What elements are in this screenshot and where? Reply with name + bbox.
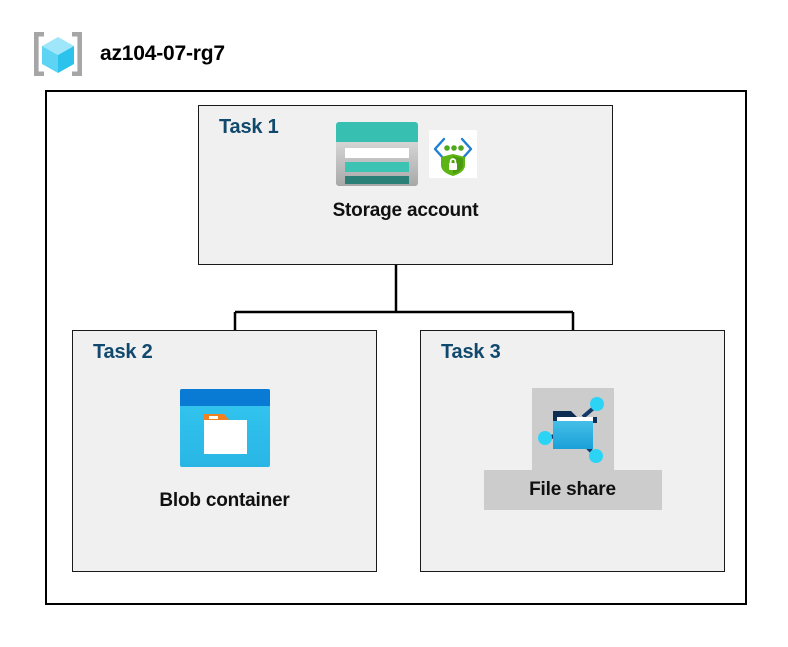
file-share-icon-highlight — [531, 388, 614, 470]
task-1-label: Task 1 — [219, 116, 279, 138]
task-3-label: Task 3 — [441, 341, 501, 363]
storage-account-icon-row — [335, 118, 477, 190]
file-share-icon — [537, 397, 604, 463]
node-storage-account[interactable]: Storage account — [198, 118, 613, 222]
node-blob-container[interactable]: Blob container — [72, 388, 377, 512]
storage-account-icon — [335, 122, 418, 186]
blob-container-icon — [179, 389, 270, 467]
resource-group-name: az104-07-rg7 — [100, 42, 225, 65]
blob-container-caption: Blob container — [159, 490, 290, 511]
resource-group-header: az104-07-rg7 — [30, 28, 225, 80]
resource-group-cube-icon — [34, 32, 82, 76]
file-share-caption: File share — [483, 470, 662, 510]
task-2-label: Task 2 — [93, 341, 153, 363]
node-file-share[interactable]: File share — [420, 388, 725, 510]
storage-account-caption: Storage account — [332, 200, 479, 221]
secure-transfer-shield-icon — [428, 130, 477, 178]
